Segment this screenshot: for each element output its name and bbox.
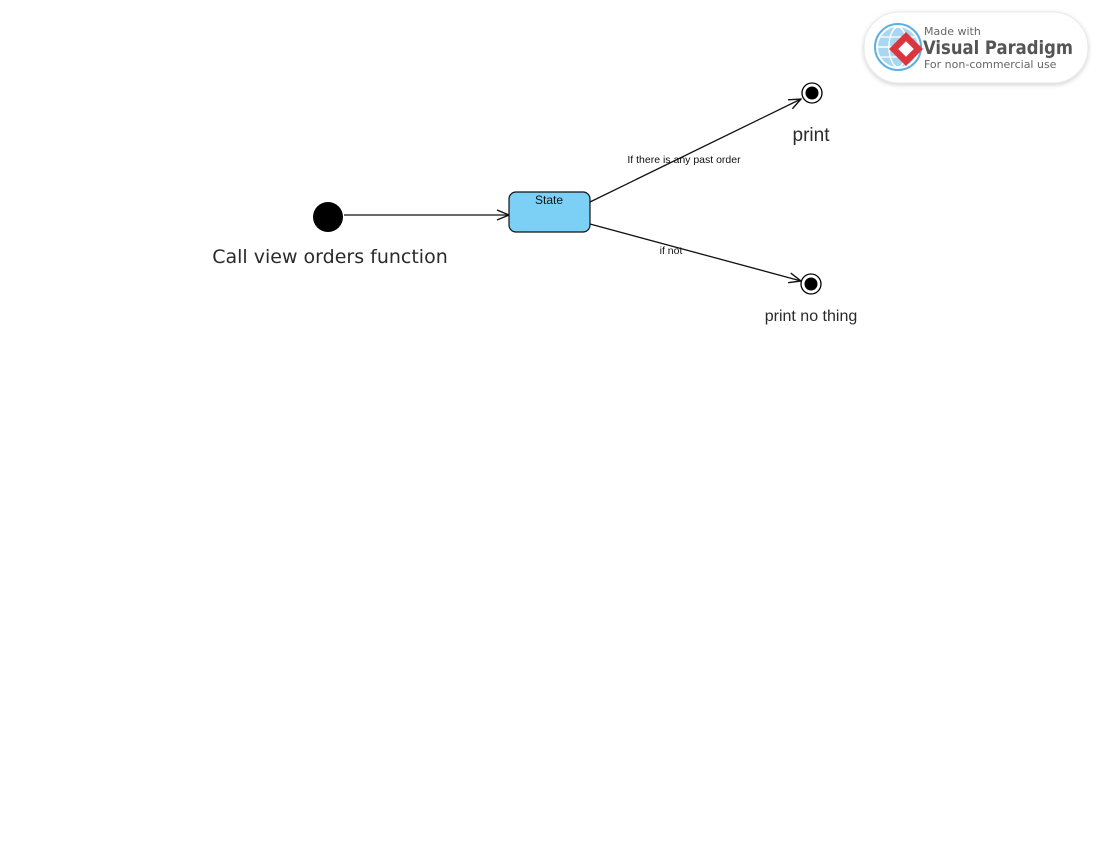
visual-paradigm-logo-icon xyxy=(874,23,923,71)
transition-state-to-print[interactable] xyxy=(589,99,801,203)
watermark-made-with: Made with xyxy=(924,25,981,38)
transition-guard-past-order: If there is any past order xyxy=(627,154,741,166)
initial-node-label: Call view orders function xyxy=(212,246,448,268)
final-node-print[interactable] xyxy=(801,82,823,104)
visual-paradigm-watermark[interactable]: Made with Visual Paradigm For non-commer… xyxy=(863,11,1089,84)
watermark-brand: Visual Paradigm xyxy=(923,37,1073,59)
initial-node[interactable] xyxy=(313,202,343,232)
transition-guard-if-not: if not xyxy=(660,245,683,257)
final-node-print-no-thing-label: print no thing xyxy=(765,308,858,325)
final-node-print-no-thing[interactable] xyxy=(800,273,822,295)
transition-state-to-print-no-thing[interactable] xyxy=(589,223,801,281)
watermark-license: For non-commercial use xyxy=(924,58,1057,71)
state-node[interactable]: State xyxy=(508,191,591,233)
final-node-print-label: print xyxy=(793,125,831,146)
state-name: State xyxy=(535,193,563,207)
